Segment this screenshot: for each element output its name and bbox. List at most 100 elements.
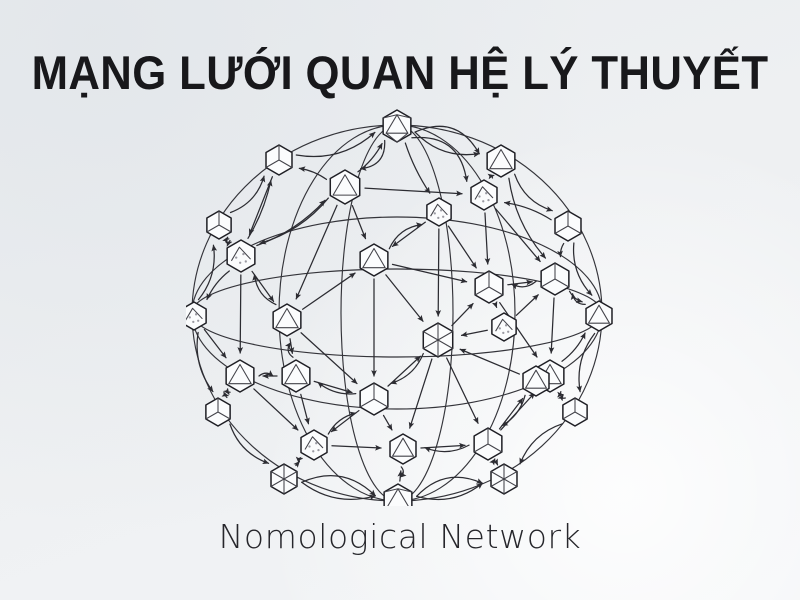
- network-edge: [203, 328, 227, 359]
- network-edge: [570, 293, 586, 306]
- node-facet-speckled: [230, 246, 251, 262]
- network-node: [265, 144, 293, 176]
- node-facet-cube: [206, 211, 232, 233]
- network-edge: [288, 338, 295, 354]
- network-edge: [515, 294, 539, 316]
- node-facet-cube: [474, 271, 504, 296]
- network-edge: [387, 355, 421, 387]
- node-speck: [315, 442, 318, 445]
- network-edge: [424, 444, 470, 453]
- network-edge: [331, 444, 382, 451]
- network-edge: [300, 393, 310, 425]
- edge-layer: [196, 125, 596, 501]
- network-edge: [508, 177, 547, 259]
- network-edge: [561, 332, 586, 362]
- node-speck: [239, 261, 242, 264]
- network-edge: [385, 274, 424, 322]
- network-node: [186, 301, 207, 331]
- network-edge: [382, 414, 393, 431]
- node-outline: [491, 312, 517, 342]
- node-layer: [186, 109, 613, 506]
- network-node: [226, 239, 256, 273]
- node-speck: [433, 212, 436, 215]
- network-node: [562, 397, 588, 427]
- network-edge: [302, 272, 356, 310]
- network-edge: [411, 136, 469, 182]
- network-edge: [206, 270, 230, 301]
- node-facet-triangle: [385, 114, 409, 134]
- node-speck: [188, 316, 191, 319]
- network-edge: [317, 381, 357, 395]
- node-speck: [502, 331, 505, 335]
- network-edge: [489, 458, 497, 466]
- network-node: [359, 382, 389, 416]
- node-facet-speckled: [474, 186, 494, 200]
- node-facet-cube: [359, 383, 389, 408]
- network-edge: [416, 476, 484, 497]
- network-edge: [229, 423, 270, 465]
- network-edge: [248, 176, 274, 236]
- network-edge: [503, 200, 552, 221]
- node-facet-cube: [205, 398, 231, 420]
- network-edge: [446, 357, 479, 424]
- network-edge: [390, 352, 424, 385]
- network-node: [383, 483, 413, 506]
- node-speck: [504, 324, 508, 327]
- network-edge: [300, 332, 358, 385]
- network-edge: [259, 197, 329, 245]
- node-speck: [507, 330, 510, 333]
- network-edge: [507, 279, 533, 286]
- node-facet-triangle: [391, 437, 415, 457]
- network-node: [540, 262, 570, 296]
- network-edge: [576, 332, 596, 393]
- node-facet-speckled: [186, 307, 203, 321]
- network-edge: [330, 409, 360, 433]
- node-outline: [382, 109, 412, 143]
- network-edge: [414, 125, 480, 155]
- network-node: [359, 243, 389, 277]
- network-edge: [548, 297, 555, 354]
- node-outline: [226, 239, 256, 273]
- node-facet-star: [422, 323, 454, 357]
- node-facet-speckled: [495, 318, 513, 332]
- network-edge: [501, 394, 526, 427]
- network-edge: [420, 442, 466, 449]
- network-node: [491, 312, 517, 342]
- node-outline: [186, 301, 207, 331]
- node-speck: [439, 209, 443, 212]
- network-edge: [251, 270, 275, 302]
- network-node: [281, 359, 311, 393]
- network-edge: [572, 242, 593, 296]
- network-edge: [435, 228, 442, 317]
- network-node: [585, 300, 613, 332]
- network-edge: [364, 187, 463, 197]
- network-node: [473, 427, 503, 461]
- node-facet-star: [270, 464, 298, 494]
- network-edge: [511, 280, 537, 290]
- network-node: [329, 169, 361, 205]
- page-title: MẠNG LƯỚI QUAN HỆ LÝ THUYẾT: [31, 46, 769, 99]
- network-edge: [414, 131, 480, 158]
- network-edge: [391, 221, 426, 247]
- network-node: [389, 433, 417, 465]
- network-edge: [197, 244, 218, 301]
- network-node: [300, 429, 328, 461]
- network-node: [205, 397, 231, 427]
- node-facet-cube: [265, 145, 293, 168]
- network-edge: [451, 302, 474, 327]
- network-node: [470, 179, 498, 211]
- network-edge: [494, 208, 541, 263]
- network-edge: [221, 391, 229, 399]
- network-edge: [298, 166, 328, 181]
- node-speck: [485, 192, 488, 195]
- network-edge: [295, 204, 338, 300]
- node-facet-cube: [473, 428, 503, 453]
- network-edge: [388, 222, 423, 250]
- node-facet-triangle: [362, 247, 386, 269]
- network-edge: [416, 482, 484, 501]
- node-speck: [482, 200, 485, 203]
- node-speck: [498, 327, 501, 330]
- network-edge: [223, 387, 231, 395]
- node-speck: [312, 450, 315, 453]
- network-edge: [460, 329, 488, 338]
